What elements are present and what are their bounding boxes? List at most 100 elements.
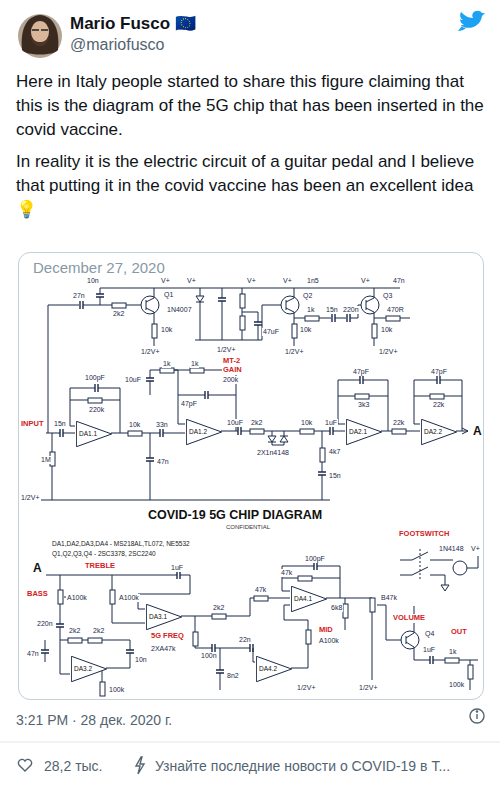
schematic-parts bbox=[110, 590, 115, 604]
section-label: FOOTSWITCH bbox=[398, 530, 450, 539]
component-value: 1M bbox=[40, 456, 52, 464]
schematic-wires bbox=[46, 575, 190, 674]
tweet-text: Here in Italy people started to share th… bbox=[16, 70, 484, 142]
schematic-parts bbox=[88, 638, 102, 643]
section-label: 5G FREQ bbox=[150, 632, 185, 641]
component-value: 2k2 bbox=[250, 419, 263, 427]
component-value: 47n bbox=[156, 458, 170, 466]
component-value: V+ bbox=[360, 277, 371, 285]
component-value: 2k2 bbox=[112, 310, 125, 318]
footer-icons bbox=[476, 711, 477, 712]
component-value: 1n5 bbox=[306, 277, 320, 285]
schematic-parts bbox=[190, 368, 204, 373]
component-value: 2X1n4148 bbox=[256, 449, 290, 457]
component-value: 1/2V+ bbox=[284, 348, 305, 356]
schematic-wires bbox=[195, 288, 281, 340]
schematic-wires bbox=[70, 388, 185, 500]
schematic-parts bbox=[401, 631, 419, 649]
schematic-parts bbox=[386, 316, 400, 321]
opamp-label: DA2.1 bbox=[349, 428, 367, 435]
schematic-parts bbox=[332, 314, 335, 322]
component-value: Q4 bbox=[424, 630, 435, 638]
component-value: 22n bbox=[238, 636, 252, 644]
schematic-parts bbox=[112, 303, 126, 308]
component-value: 100k bbox=[448, 681, 465, 689]
component-value: 47n bbox=[392, 277, 406, 285]
opamp-outline bbox=[146, 604, 181, 629]
component-value: 100pF bbox=[304, 555, 326, 563]
opamp-symbol: DA2.2 bbox=[421, 419, 457, 445]
opamp-symbol: DA3.1 bbox=[146, 604, 182, 630]
opamp-label: DA4.2 bbox=[259, 665, 277, 672]
component-value: 15n bbox=[325, 306, 339, 314]
twitter-logo bbox=[458, 11, 485, 31]
component-value: 220n bbox=[36, 620, 54, 628]
schematic-parts bbox=[330, 427, 333, 435]
user-handle: @mariofusco bbox=[70, 36, 165, 54]
component-value: 15n bbox=[53, 420, 67, 428]
schematic-parts bbox=[430, 394, 444, 399]
schematic-parts bbox=[205, 391, 208, 399]
component-value: A100k bbox=[318, 637, 340, 645]
schematic-parts bbox=[212, 644, 215, 652]
schematic-wires bbox=[45, 640, 130, 682]
component-value: 10k bbox=[160, 326, 173, 334]
footer-icons bbox=[476, 714, 477, 719]
footer-icons bbox=[18, 759, 31, 771]
opamp-outline bbox=[256, 656, 291, 681]
opamp-label: DA1.2 bbox=[189, 428, 207, 435]
schematic-parts bbox=[126, 650, 134, 653]
footer-text: Узнайте последние новости о COVID-19 в Т… bbox=[155, 758, 450, 774]
component-value: V+ bbox=[160, 277, 171, 285]
component-value: 1uF bbox=[170, 564, 184, 572]
component-value: 1N4007 bbox=[166, 306, 193, 314]
avatar bbox=[31, 36, 49, 47]
schematic-parts bbox=[216, 670, 224, 673]
section-label: OUT bbox=[450, 628, 468, 637]
footer-icons bbox=[136, 757, 144, 774]
component-value: A100k bbox=[118, 594, 140, 602]
component-value: 100k bbox=[108, 686, 125, 694]
component-value: 10k bbox=[299, 326, 312, 334]
schematic-parts bbox=[343, 604, 348, 618]
schematic-parts bbox=[193, 632, 198, 646]
schematic-parts bbox=[95, 384, 98, 392]
component-value: Q1 bbox=[163, 291, 174, 299]
schematic-parts bbox=[320, 448, 325, 462]
avatar bbox=[32, 29, 48, 31]
component-value: 10uF bbox=[226, 419, 244, 427]
schematic-parts bbox=[58, 590, 63, 604]
schematic-parts bbox=[238, 427, 241, 435]
schematic-parts bbox=[128, 431, 142, 436]
schematic-parts bbox=[250, 429, 264, 434]
component-value: 1/2V+ bbox=[216, 346, 237, 354]
opamp-symbol: DA4.2 bbox=[256, 656, 292, 682]
component-value: 10k bbox=[128, 421, 141, 429]
component-value: 1/2V+ bbox=[378, 348, 399, 356]
footer-icons bbox=[470, 709, 484, 723]
schematic-parts bbox=[292, 324, 297, 338]
schematic-parts bbox=[468, 665, 473, 679]
schematic-parts bbox=[96, 294, 104, 297]
component-value: V+ bbox=[470, 545, 481, 553]
separator-line bbox=[0, 742, 500, 743]
schematic-wires bbox=[48, 288, 400, 433]
schematic-parts bbox=[100, 682, 105, 696]
schematic-parts bbox=[160, 368, 174, 373]
schematic-parts bbox=[41, 294, 473, 696]
schematic-parts bbox=[318, 472, 326, 475]
component-value: 47k bbox=[254, 586, 267, 594]
schematic-wires bbox=[181, 598, 290, 690]
schematic-parts bbox=[305, 316, 319, 321]
schematic-parts bbox=[298, 576, 312, 581]
opamp-label: DA1.1 bbox=[79, 430, 97, 437]
component-value: 22k bbox=[392, 419, 405, 427]
schematic-parts bbox=[218, 298, 226, 301]
avatar bbox=[22, 15, 59, 55]
stamp: CONFIDENTIAL bbox=[226, 524, 270, 531]
component-value: 2k2 bbox=[212, 604, 225, 612]
component-value: 1k bbox=[448, 648, 457, 656]
component-value: 47uF bbox=[262, 328, 280, 336]
component-value: 33n bbox=[155, 421, 169, 429]
component-value: 1/2V+ bbox=[140, 348, 161, 356]
